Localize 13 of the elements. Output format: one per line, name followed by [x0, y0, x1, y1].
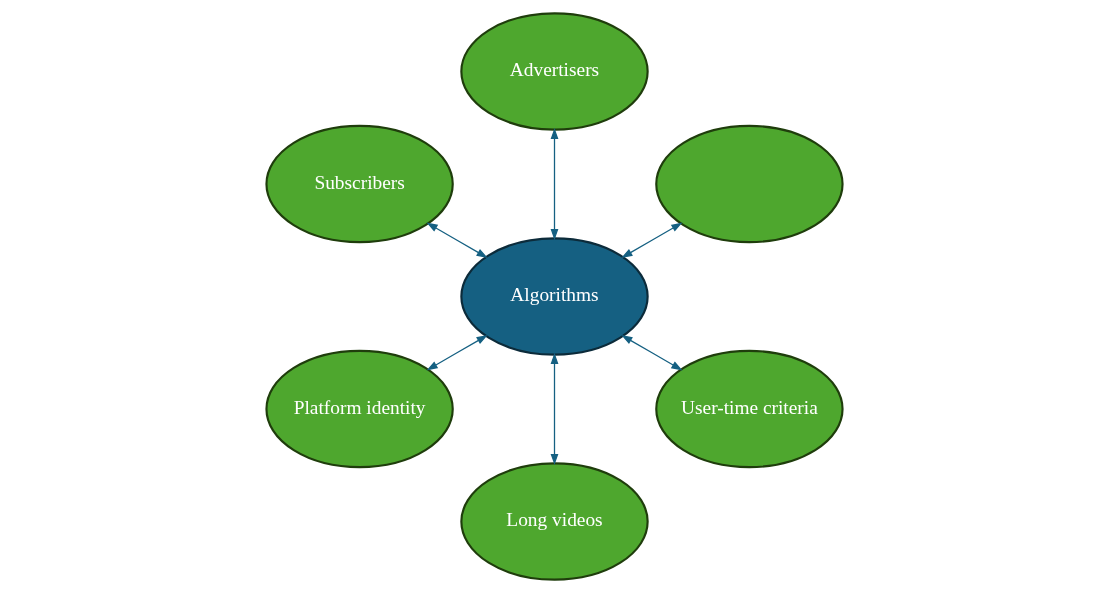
node-ellipse: Algorithms	[459, 236, 649, 356]
node-ellipse: User-time criteria	[654, 349, 844, 468]
node-ellipse: Subscribers	[264, 124, 454, 243]
arrow	[426, 334, 488, 370]
node-ellipse: Long videos	[459, 461, 649, 581]
node-ellipse	[654, 124, 844, 243]
node-ellipse: Advertisers	[459, 11, 649, 131]
arrow	[426, 222, 488, 258]
arrow	[620, 222, 682, 258]
node-ellipse: Platform identity	[264, 349, 454, 468]
arrow	[620, 334, 682, 370]
arrow	[550, 127, 558, 240]
arrow	[550, 352, 558, 465]
